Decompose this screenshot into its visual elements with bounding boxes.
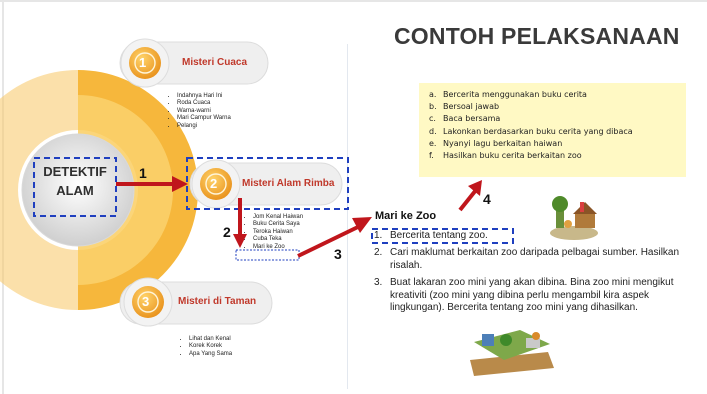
step-number: 3. (374, 277, 383, 289)
list-item: Warna-warni (177, 108, 231, 115)
arrow-label-1: 1 (139, 165, 147, 181)
list-item: Teroka Haiwan (253, 229, 303, 236)
option-text: Bersoal jawab (443, 102, 500, 112)
list-item: c. Baca bersama (429, 113, 686, 125)
list-item: Jom Kenal Haiwan (253, 214, 303, 221)
option-text: Baca bersama (443, 114, 501, 124)
fan-left (0, 70, 78, 310)
arrow-1 (116, 176, 188, 192)
option-letter: d. (429, 126, 437, 136)
arrow-2 (233, 198, 247, 248)
topic-1-badge (129, 47, 161, 79)
option-letter: c. (429, 114, 436, 124)
list-item: f. Hasilkan buku cerita berkaitan zoo (429, 150, 686, 162)
list-item: Buku Cerita Saya (253, 221, 303, 228)
step-text: Cari maklumat berkaitan zoo daripada pel… (390, 247, 680, 271)
center-label: DETEKTIF ALAM (34, 162, 116, 200)
page-title: CONTOH PELAKSANAAN (394, 23, 680, 49)
topic-3-badge (132, 286, 164, 318)
list-item: b. Bersoal jawab (429, 101, 686, 113)
slide-border-top (0, 0, 707, 2)
topic-3-list: Lihat dan Kenal Korek Korek Apa Yang Sam… (178, 336, 232, 358)
step-1-highlight-box (371, 228, 514, 244)
options-list: a. Bercerita menggunakan buku cerita b. Be… (419, 83, 686, 162)
topic-2-title: Misteri Alam Rimba (242, 178, 335, 189)
topic-1-title: Misteri Cuaca (182, 57, 248, 68)
center-label-line2: ALAM (56, 183, 94, 198)
zoo-illustration-bottom (470, 330, 554, 376)
option-letter: e. (429, 138, 437, 148)
list-item: Indahnya Hari Ini (177, 93, 231, 100)
center-highlight-box (33, 157, 117, 217)
topic-1-list: Indahnya Hari Ini Roda Cuaca Warna-warni… (166, 93, 231, 130)
list-item: Roda Cuaca (177, 100, 231, 107)
topic-2-list: Jom Kenal Haiwan Buku Cerita Saya Teroka… (242, 214, 303, 251)
topic-3-number: 3 (142, 294, 150, 309)
list-item: d. Lakonkan berdasarkan buku cerita yang … (429, 126, 686, 138)
mari-ke-zoo-highlight-box (235, 249, 300, 261)
arrow-label-2: 2 (223, 224, 231, 240)
list-item: a. Bercerita menggunakan buku cerita (429, 89, 686, 101)
arrow-4 (458, 180, 482, 212)
vertical-divider (347, 44, 348, 389)
option-text: Lakonkan berdasarkan buku cerita yang di… (443, 126, 633, 136)
topic-1-number: 1 (139, 55, 147, 70)
option-letter: a. (429, 90, 437, 99)
list-item: Mari ke Zoo (253, 244, 303, 251)
list-item: Mari Campur Warna (177, 115, 231, 122)
list-item: Cuba Teka (253, 236, 303, 243)
list-item: 2. Cari maklumat berkaitan zoo daripada p… (374, 247, 700, 272)
arrow-label-3: 3 (334, 246, 342, 262)
center-label-line1: DETEKTIF (43, 164, 107, 179)
step-text: Buat lakaran zoo mini yang akan dibina. … (390, 277, 674, 314)
options-box: a. Bercerita menggunakan buku cerita b. Be… (419, 83, 686, 177)
step-number: 2. (374, 247, 383, 259)
option-text: Hasilkan buku cerita berkaitan zoo (443, 151, 582, 161)
topic-2-number: 2 (210, 176, 218, 191)
list-item: Pelangi (177, 123, 231, 130)
fan-inner (78, 95, 173, 285)
list-item: Lihat dan Kenal (189, 336, 232, 343)
activity-title: Mari ke Zoo (375, 210, 437, 222)
topic-2-badge (200, 168, 232, 200)
arrow-label-4: 4 (483, 191, 491, 207)
topic-2-highlight-box (186, 157, 349, 210)
option-letter: b. (429, 102, 437, 112)
list-item: 3. Buat lakaran zoo mini yang akan dibina… (374, 277, 700, 314)
center-circle (21, 133, 135, 247)
topic-3-title: Misteri di Taman (178, 296, 257, 307)
zoo-illustration-top (550, 196, 598, 240)
list-item: e. Nyanyi lagu berkaitan haiwan (429, 138, 686, 150)
step-text: Bercerita tentang zoo. (390, 230, 488, 241)
arrow-3 (297, 217, 372, 258)
option-text: Bercerita menggunakan buku cerita (443, 90, 587, 99)
step-number: 1. (374, 230, 383, 241)
list-item: Korek Korek (189, 343, 232, 350)
list-item: 1. Bercerita tentang zoo. (374, 230, 700, 242)
option-text: Nyanyi lagu berkaitan haiwan (443, 138, 563, 148)
list-item: Apa Yang Sama (189, 351, 232, 358)
activity-steps: 1. Bercerita tentang zoo. 2. Cari maklumat… (374, 230, 700, 319)
option-letter: f. (429, 151, 434, 161)
